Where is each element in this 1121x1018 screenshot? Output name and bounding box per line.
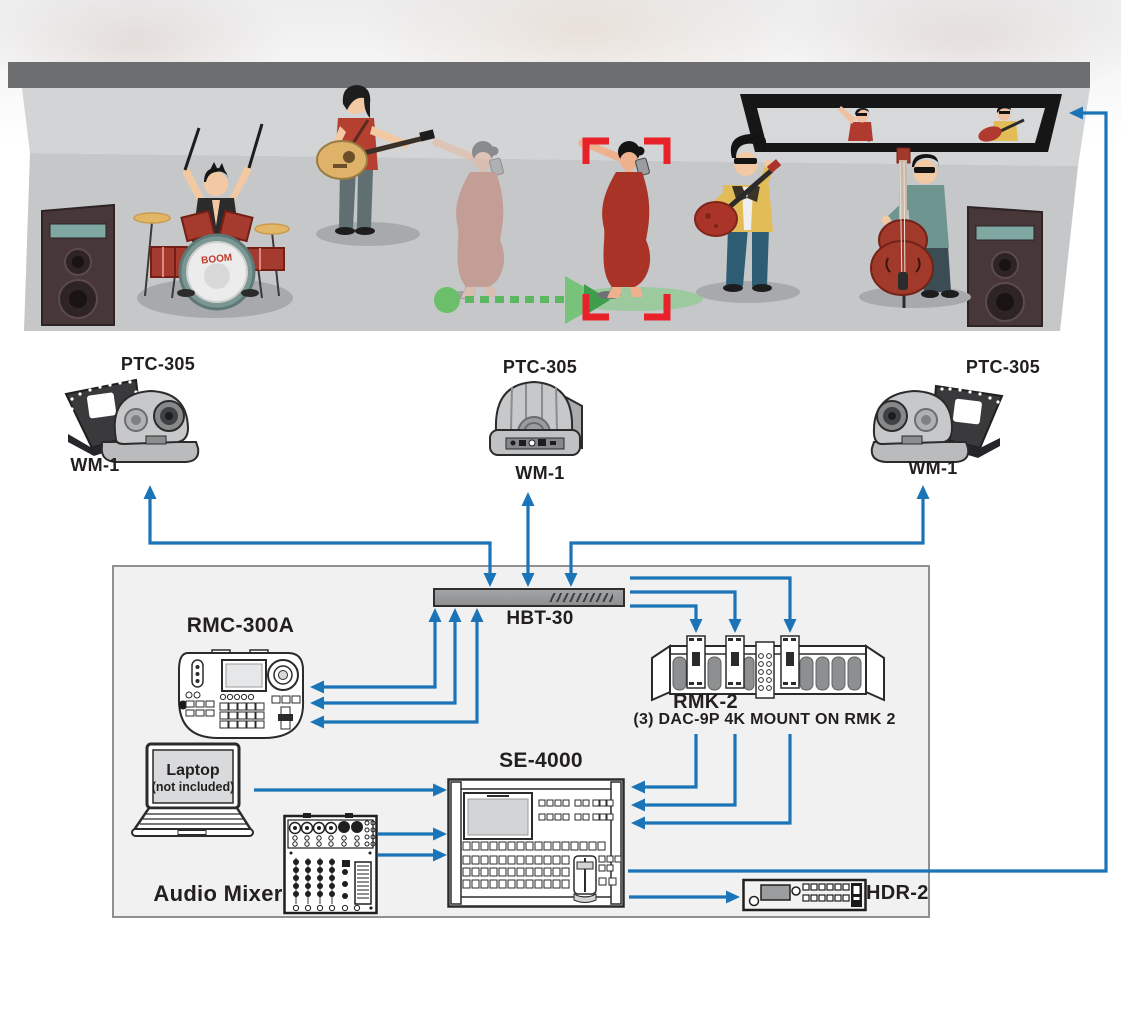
- bass-drum-text: BOOM: [201, 252, 233, 266]
- drummer-figure: BOOM: [133, 123, 293, 318]
- hbt30-device: [433, 588, 625, 607]
- camera-right-model-label: PTC-305: [965, 357, 1041, 377]
- laptop-screen-line1: Laptop: [166, 762, 220, 779]
- rmc300a-icon: [178, 649, 305, 739]
- camera-left-model-label: PTC-305: [120, 354, 196, 374]
- speaker-right: [967, 205, 1043, 327]
- audio-mixer-device: [283, 813, 378, 915]
- camera-center-model-label: PTC-305: [502, 357, 578, 377]
- laptop-screen-line2: (not included): [152, 780, 235, 794]
- hdr2-device: [742, 878, 867, 912]
- hbt30-vents: [549, 593, 613, 602]
- ptc305-left-camera-icon: [100, 389, 200, 463]
- hbt30-label: HBT-30: [506, 608, 574, 629]
- speaker-left: [41, 203, 115, 326]
- stage-top-bar: [8, 62, 1090, 88]
- rmk2-note-label: (3) DAC-9P 4K MOUNT ON RMK 2: [633, 711, 896, 728]
- se4000-icon: [447, 778, 625, 908]
- hdr2-label: HDR-2: [866, 882, 929, 904]
- rmc300a-device: [178, 649, 305, 739]
- singer-ghost-figure: [432, 138, 505, 299]
- camera-left-mount-label: WM-1: [70, 455, 120, 475]
- rmk2-label: RMK-2: [673, 691, 738, 713]
- camera-center-mount-label: WM-1: [515, 463, 565, 483]
- stage-scene: BOOM: [8, 62, 1090, 331]
- ptc305-center-camera-icon: [489, 380, 583, 456]
- laptop-icon: Laptop (not included): [131, 742, 254, 837]
- se4000-device: [447, 778, 625, 908]
- camera-right-mount-label: WM-1: [908, 458, 958, 478]
- stage-display: [740, 94, 1062, 152]
- ptc305-left-camera: [64, 378, 200, 463]
- ptc305-center-camera: [489, 380, 583, 456]
- hdr2-icon: [742, 878, 867, 912]
- rmc300a-label: RMC-300A: [186, 614, 295, 637]
- acoustic-guitarist-figure: [316, 85, 436, 246]
- audio-mixer-label: Audio Mixer: [153, 881, 283, 906]
- se4000-label: SE-4000: [499, 749, 583, 772]
- audio-mixer-icon: [283, 813, 378, 915]
- laptop-device: Laptop (not included): [131, 742, 254, 837]
- dac9p-card-icons: [686, 635, 800, 689]
